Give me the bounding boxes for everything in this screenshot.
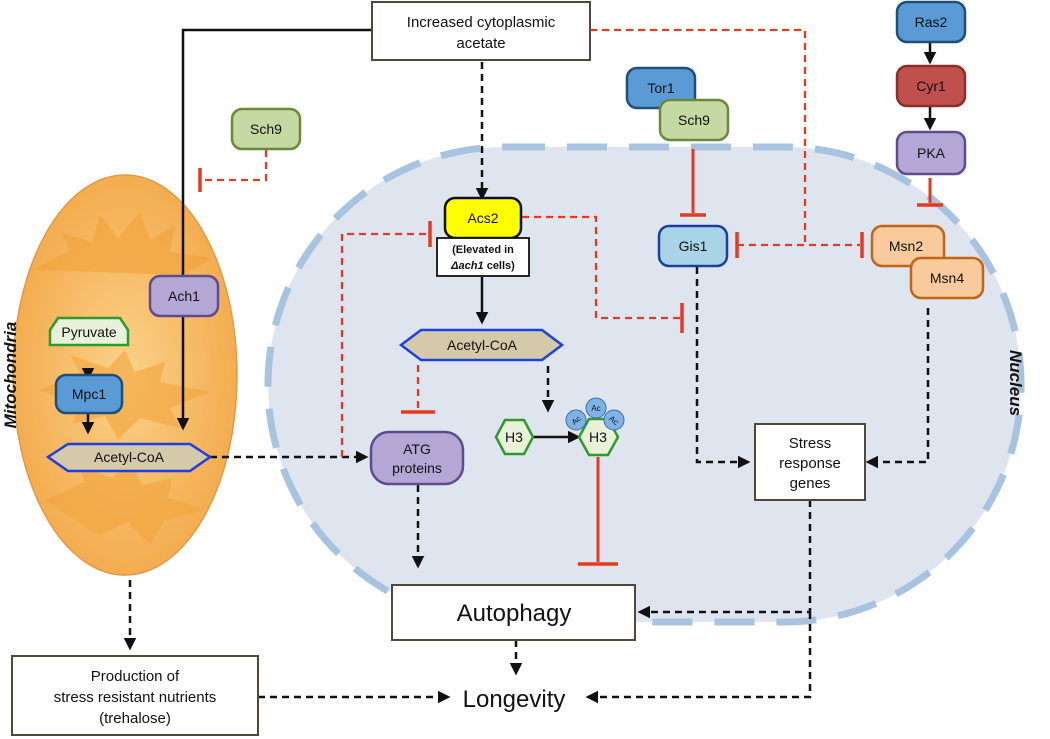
autophagy-label: Autophagy xyxy=(457,600,572,627)
tor1-label: Tor1 xyxy=(647,80,674,96)
gis1-label: Gis1 xyxy=(679,238,708,254)
atg-label-line2: proteins xyxy=(392,460,442,476)
h3-plain-node: H3 xyxy=(494,418,535,456)
sch9-label-tor: Sch9 xyxy=(678,112,710,128)
acetyl-coa-mito-label: Acetyl-CoA xyxy=(94,449,165,465)
h3-plain-label: H3 xyxy=(505,429,523,445)
mpc1-label: Mpc1 xyxy=(72,386,106,402)
acetyl-coa-nuc-node: Acetyl-CoA xyxy=(398,328,565,362)
msn2-node: Msn2 xyxy=(870,224,946,268)
acetate-box: Increased cytoplasmic acetate xyxy=(371,1,591,61)
ras2-label: Ras2 xyxy=(915,14,948,30)
pyruvate-label: Pyruvate xyxy=(61,324,116,340)
nucleus-compartment xyxy=(264,143,1025,626)
inhibition-lines xyxy=(198,28,943,566)
pyruvate-node: Pyruvate xyxy=(48,316,130,347)
elevated-italic: Δach1 xyxy=(450,260,483,272)
msn4-node: Msn4 xyxy=(909,256,985,300)
sch9-node-tor: Sch9 xyxy=(658,98,730,142)
mpc1-node: Mpc1 xyxy=(54,373,124,415)
ach1-node: Ach1 xyxy=(148,274,220,318)
cyr1-label: Cyr1 xyxy=(916,78,946,94)
acetyl-coa-mito-node: Acetyl-CoA xyxy=(45,442,213,473)
activation-arrows xyxy=(81,28,937,704)
production-label-line2: stress resistant nutrients xyxy=(54,689,217,706)
elevated-label-line2: Δach1 cells) xyxy=(450,260,515,272)
atg-label-line1: ATG xyxy=(403,441,431,457)
mitochondria-compartment xyxy=(12,174,238,576)
h3-acetylated-label: H3 xyxy=(589,429,607,445)
acetate-label-line2: acetate xyxy=(456,35,505,52)
atg-proteins-node: ATG proteins xyxy=(369,430,465,486)
mitochondria-label: Mitochondria xyxy=(1,322,20,429)
stress-label-line1: Stress xyxy=(789,435,832,452)
ac-mark-2: Ac xyxy=(591,404,600,413)
ras2-node: Ras2 xyxy=(895,0,967,44)
acetate-label-line1: Increased cytoplasmic xyxy=(407,14,556,31)
autophagy-box: Autophagy xyxy=(391,584,636,641)
elevated-note: (Elevated in Δach1 cells) xyxy=(436,237,530,277)
cyr1-node: Cyr1 xyxy=(895,64,967,108)
production-box: Production of stress resistant nutrients… xyxy=(11,655,259,736)
stress-response-box: Stress response genes xyxy=(754,423,866,501)
msn2-label: Msn2 xyxy=(889,238,923,254)
gis1-node: Gis1 xyxy=(657,224,729,268)
acetyl-coa-nuc-label: Acetyl-CoA xyxy=(447,337,518,353)
tor1-node: Tor1 xyxy=(625,66,697,110)
stress-label-line2: response xyxy=(779,455,841,472)
acs2-label: Acs2 xyxy=(467,210,498,226)
nucleus-label: Nucleus xyxy=(1006,350,1025,416)
production-label-line1: Production of xyxy=(91,668,180,685)
sch9-label-left: Sch9 xyxy=(250,121,282,137)
msn4-label: Msn4 xyxy=(930,270,964,286)
sch9-node-left: Sch9 xyxy=(230,107,302,151)
ach1-label: Ach1 xyxy=(168,288,200,304)
longevity-label: Longevity xyxy=(463,686,566,713)
production-label-line3: (trehalose) xyxy=(99,710,171,727)
pka-node: PKA xyxy=(895,130,967,176)
stress-label-line3: genes xyxy=(790,475,831,492)
elevated-suffix: cells) xyxy=(484,260,516,272)
acs2-node: Acs2 xyxy=(443,196,523,240)
h3-acetylated-node: H3 Ac Ac Ac xyxy=(565,397,625,457)
elevated-label-line1: (Elevated in xyxy=(452,244,514,256)
pka-label: PKA xyxy=(917,145,946,161)
